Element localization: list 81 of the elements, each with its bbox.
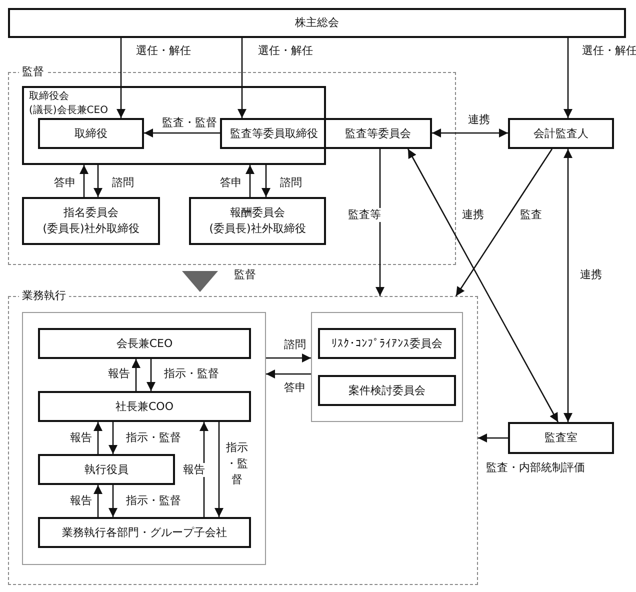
node-label: 監査等委員取締役: [229, 126, 319, 142]
process-box: [189, 197, 326, 245]
edge-label: 指示・監督: [124, 431, 183, 445]
edge-label: 諮問: [110, 176, 136, 190]
arrow: [455, 148, 553, 296]
arrow: [238, 38, 246, 118]
process-box: [38, 517, 251, 548]
arrow: [144, 128, 220, 138]
edge-label: 指示・監督: [124, 494, 183, 508]
group-heading: 業務執行: [19, 289, 69, 303]
arrow: [94, 485, 102, 517]
arrow: [94, 165, 102, 197]
arrow: [407, 148, 559, 422]
process-box: [22, 197, 160, 245]
arrow: [132, 359, 140, 391]
arrow: [478, 434, 508, 442]
process-box: [318, 375, 456, 406]
edge-label: 報告: [68, 431, 94, 445]
arrow: [80, 165, 88, 197]
node-label: 監査室: [544, 430, 578, 446]
arrow: [182, 271, 218, 292]
node-label: 会長兼CEO: [115, 336, 174, 352]
process-box: [38, 454, 175, 485]
edge-label: 監査・内部統制評価: [484, 461, 587, 475]
node-label: (委員長)社外取締役: [208, 221, 307, 237]
panel-box: [22, 312, 266, 565]
board-frame: [22, 86, 326, 165]
arrow: [146, 359, 156, 391]
arrow: [214, 422, 224, 517]
node-label: 監査等委員会: [344, 126, 412, 142]
node-label: 業務執行各部門・グループ子会社: [61, 524, 228, 540]
process-box: [508, 118, 614, 149]
arrow: [108, 485, 118, 517]
arrow: [94, 422, 102, 454]
node-label: 株主総会: [294, 15, 340, 31]
edge-label: 報告: [106, 367, 132, 381]
node-label: 指名委員会: [62, 205, 120, 221]
edge-label: 選任・解任: [134, 44, 193, 58]
process-box: [508, 422, 614, 454]
process-box: [220, 118, 432, 149]
process-box: [38, 118, 144, 149]
edge-label: 選任・解任: [256, 44, 315, 58]
arrow: [266, 370, 311, 378]
edge-label: 報告: [68, 494, 94, 508]
group-heading: 監督: [19, 65, 47, 79]
edge-label: 報告: [181, 463, 207, 477]
arrow: [266, 354, 311, 362]
edge-label: 監査等: [346, 208, 383, 222]
process-box: [38, 391, 251, 422]
node-label: ﾘｽｸ･ｺﾝﾌﾟﾗｲｱﾝｽ委員会: [330, 336, 444, 352]
edge-label: 監督: [232, 268, 258, 282]
panel-box: [311, 312, 463, 422]
arrow: [564, 149, 572, 422]
edge-label: 連携: [466, 113, 492, 127]
arrow: [116, 38, 126, 118]
node-label: 案件検討委員会: [348, 382, 426, 398]
node-label: 社長兼COO: [114, 398, 174, 414]
node-label: 報酬委員会: [229, 205, 286, 221]
arrow: [564, 38, 572, 118]
node-label: 取締役: [74, 126, 108, 142]
arrow: [432, 128, 508, 138]
edge-label: 連携: [460, 208, 486, 222]
arrow: [246, 165, 254, 197]
arrow: [262, 165, 270, 197]
edge-label: 諮問: [278, 176, 304, 190]
arrow: [376, 149, 384, 296]
node-label: 会計監査人: [532, 126, 590, 142]
edge-label: 監査・監督: [160, 116, 219, 130]
process-box: [318, 328, 456, 359]
edge-label: 連携: [578, 268, 604, 282]
node-label: (議長)会長兼CEO: [29, 104, 108, 118]
process-box: [8, 8, 626, 38]
edge-label: 指示・監督: [226, 440, 248, 488]
node-label: 取締役会: [29, 90, 70, 104]
arrow: [108, 422, 118, 454]
node-label: (委員長)社外取締役: [42, 221, 140, 237]
node-label: 執行役員: [84, 462, 130, 478]
edge-label: 監査: [518, 208, 544, 222]
process-box: [38, 328, 251, 359]
edge-label: 指示・監督: [162, 367, 221, 381]
edge-label: 諮問: [282, 338, 308, 352]
